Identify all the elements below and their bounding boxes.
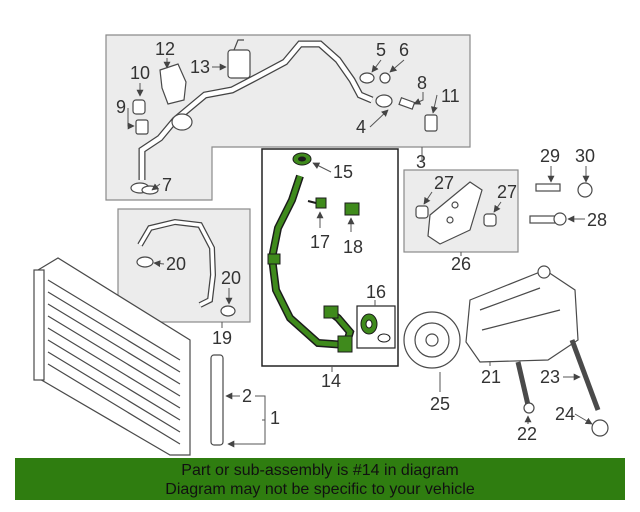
bracket-26	[427, 181, 483, 245]
condenser-1	[33, 257, 191, 456]
bushing-27b	[483, 213, 497, 227]
o-ring-20b	[220, 305, 236, 317]
callout-7: 7	[162, 175, 172, 195]
callout-22: 22	[517, 424, 537, 444]
sensor-13	[227, 39, 251, 79]
nut-24	[591, 419, 609, 437]
bolt-23	[569, 339, 601, 411]
stud-29	[535, 183, 561, 192]
callout-28: 28	[587, 210, 607, 230]
callout-1: 1	[270, 408, 280, 428]
parts-diagram: 12 10 13 9 5 6 8 11 4 7 3 15 17 18 16 14…	[33, 34, 609, 456]
callout-9: 9	[116, 97, 126, 117]
callout-18: 18	[343, 237, 363, 257]
callout-8: 8	[417, 73, 427, 93]
callout-20b: 20	[221, 268, 241, 288]
callout-3: 3	[416, 152, 426, 172]
clip-10	[132, 99, 146, 115]
cap-18	[344, 202, 360, 216]
nut-30	[577, 182, 593, 198]
callout-12: 12	[155, 39, 175, 59]
pipe-bracket-12	[159, 63, 187, 105]
upper-pipe-group-box	[105, 34, 471, 201]
callout-14: 14	[321, 371, 341, 391]
o-ring-6	[379, 72, 391, 84]
callout-13: 13	[190, 57, 210, 77]
o-ring-5	[359, 72, 375, 84]
valve-17	[307, 197, 327, 209]
bushing-27a	[415, 205, 429, 219]
bolt-28	[529, 212, 567, 226]
seal-15	[292, 152, 312, 166]
valve-11	[424, 114, 438, 132]
callout-26: 26	[451, 254, 471, 274]
drier-2	[210, 354, 224, 446]
info-banner: Part or sub-assembly is #14 in diagram D…	[15, 458, 625, 500]
callout-23: 23	[540, 367, 560, 387]
callout-11: 11	[441, 86, 460, 106]
banner-line-2: Diagram may not be specific to your vehi…	[165, 481, 475, 498]
banner-line-1: Part or sub-assembly is #14 in diagram	[181, 462, 459, 479]
o-ring-4	[375, 94, 393, 108]
callout-24: 24	[555, 404, 575, 424]
callout-29: 29	[540, 146, 560, 166]
bolt-8	[398, 97, 416, 110]
callout-30: 30	[575, 146, 595, 166]
callout-19: 19	[212, 328, 232, 348]
callout-15: 15	[333, 162, 353, 182]
suction-pipe-19	[137, 218, 217, 308]
callout-17: 17	[310, 232, 330, 252]
callout-27a: 27	[434, 173, 454, 193]
callout-27b: 27	[497, 182, 517, 202]
callout-20a: 20	[166, 254, 186, 274]
clutch-pulley-25	[403, 311, 461, 369]
compressor-21	[465, 265, 579, 363]
callout-21: 21	[481, 367, 501, 387]
seal-kit-16	[360, 313, 391, 343]
highlighted-hose-14	[267, 174, 355, 353]
callout-6: 6	[399, 40, 409, 60]
callout-4: 4	[356, 117, 366, 137]
callout-5: 5	[376, 40, 386, 60]
valve-9	[135, 119, 149, 135]
callout-16: 16	[366, 282, 386, 302]
leader-lines	[127, 58, 593, 448]
bolt-22	[515, 361, 535, 414]
o-ring-20a	[136, 256, 154, 268]
callout-10: 10	[130, 63, 150, 83]
callout-25: 25	[430, 394, 450, 414]
callout-2: 2	[242, 386, 252, 406]
